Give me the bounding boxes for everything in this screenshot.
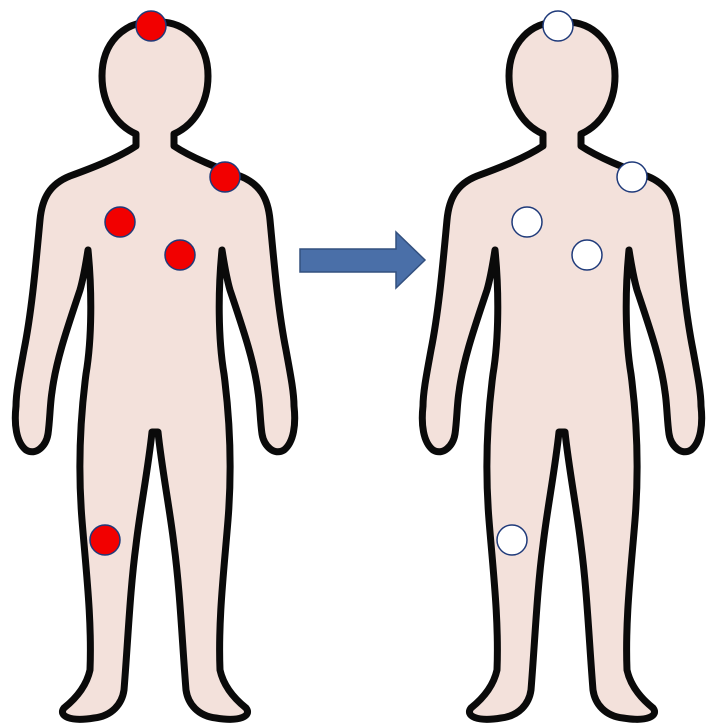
marker-head (136, 11, 166, 41)
marker-head (543, 11, 573, 41)
marker-left-shoulder (617, 162, 647, 192)
marker-left-chest (165, 240, 195, 270)
marker-right-chest (105, 207, 135, 237)
figure-after (422, 11, 701, 719)
marker-left-chest (572, 240, 602, 270)
marker-left-shoulder (210, 162, 240, 192)
right-arrow-icon (300, 232, 425, 288)
body-outline (422, 22, 701, 719)
marker-right-chest (512, 207, 542, 237)
marker-right-thigh (497, 525, 527, 555)
marker-right-thigh (90, 525, 120, 555)
body-outline (15, 22, 294, 719)
figure-before (15, 11, 294, 719)
